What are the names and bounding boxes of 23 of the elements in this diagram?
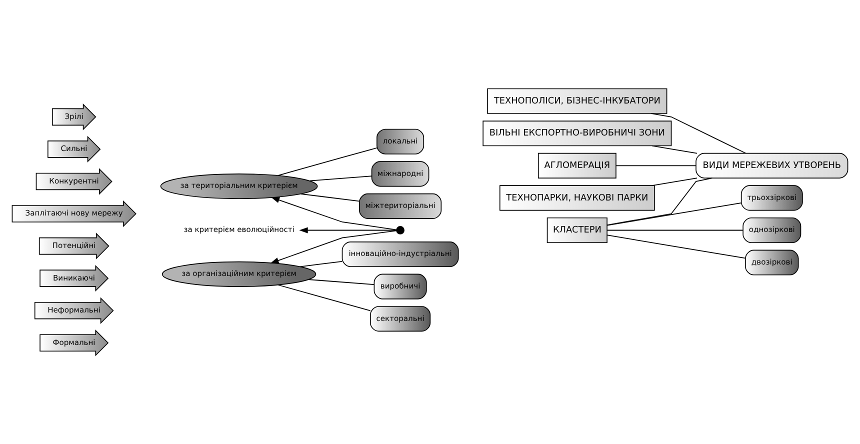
node-circle <box>396 226 404 234</box>
arrow <box>299 227 397 234</box>
arrow <box>270 230 397 264</box>
connector <box>606 178 713 226</box>
connector <box>308 279 375 286</box>
connector <box>606 202 742 226</box>
node-box: ТЕХНОПОЛІСИ, БІЗНЕС-ІНКУБАТОРИ <box>487 88 668 114</box>
connector <box>652 178 698 186</box>
node-box: ТЕХНОПАРКИ, НАУКОВІ ПАРКИ <box>499 185 655 211</box>
node-box: ВИДИ МЕРЕЖЕВИХ УТВОРЕНЬ <box>696 152 848 178</box>
node-box: КЛАСТЕРИ <box>546 217 608 244</box>
node-box: ВІЛЬНІ ЕКСПОРТНО-ВИРОБНИЧІ ЗОНИ <box>482 120 672 146</box>
connector <box>616 165 696 166</box>
arrow <box>270 197 397 230</box>
connector <box>300 193 360 202</box>
connector <box>652 145 698 154</box>
connector <box>606 234 746 259</box>
connector <box>606 230 744 231</box>
connector <box>277 147 378 176</box>
connector <box>309 176 372 182</box>
node-box: АГЛОМЕРАЦІЯ <box>538 152 616 178</box>
connector <box>277 284 371 312</box>
connector <box>300 261 343 268</box>
